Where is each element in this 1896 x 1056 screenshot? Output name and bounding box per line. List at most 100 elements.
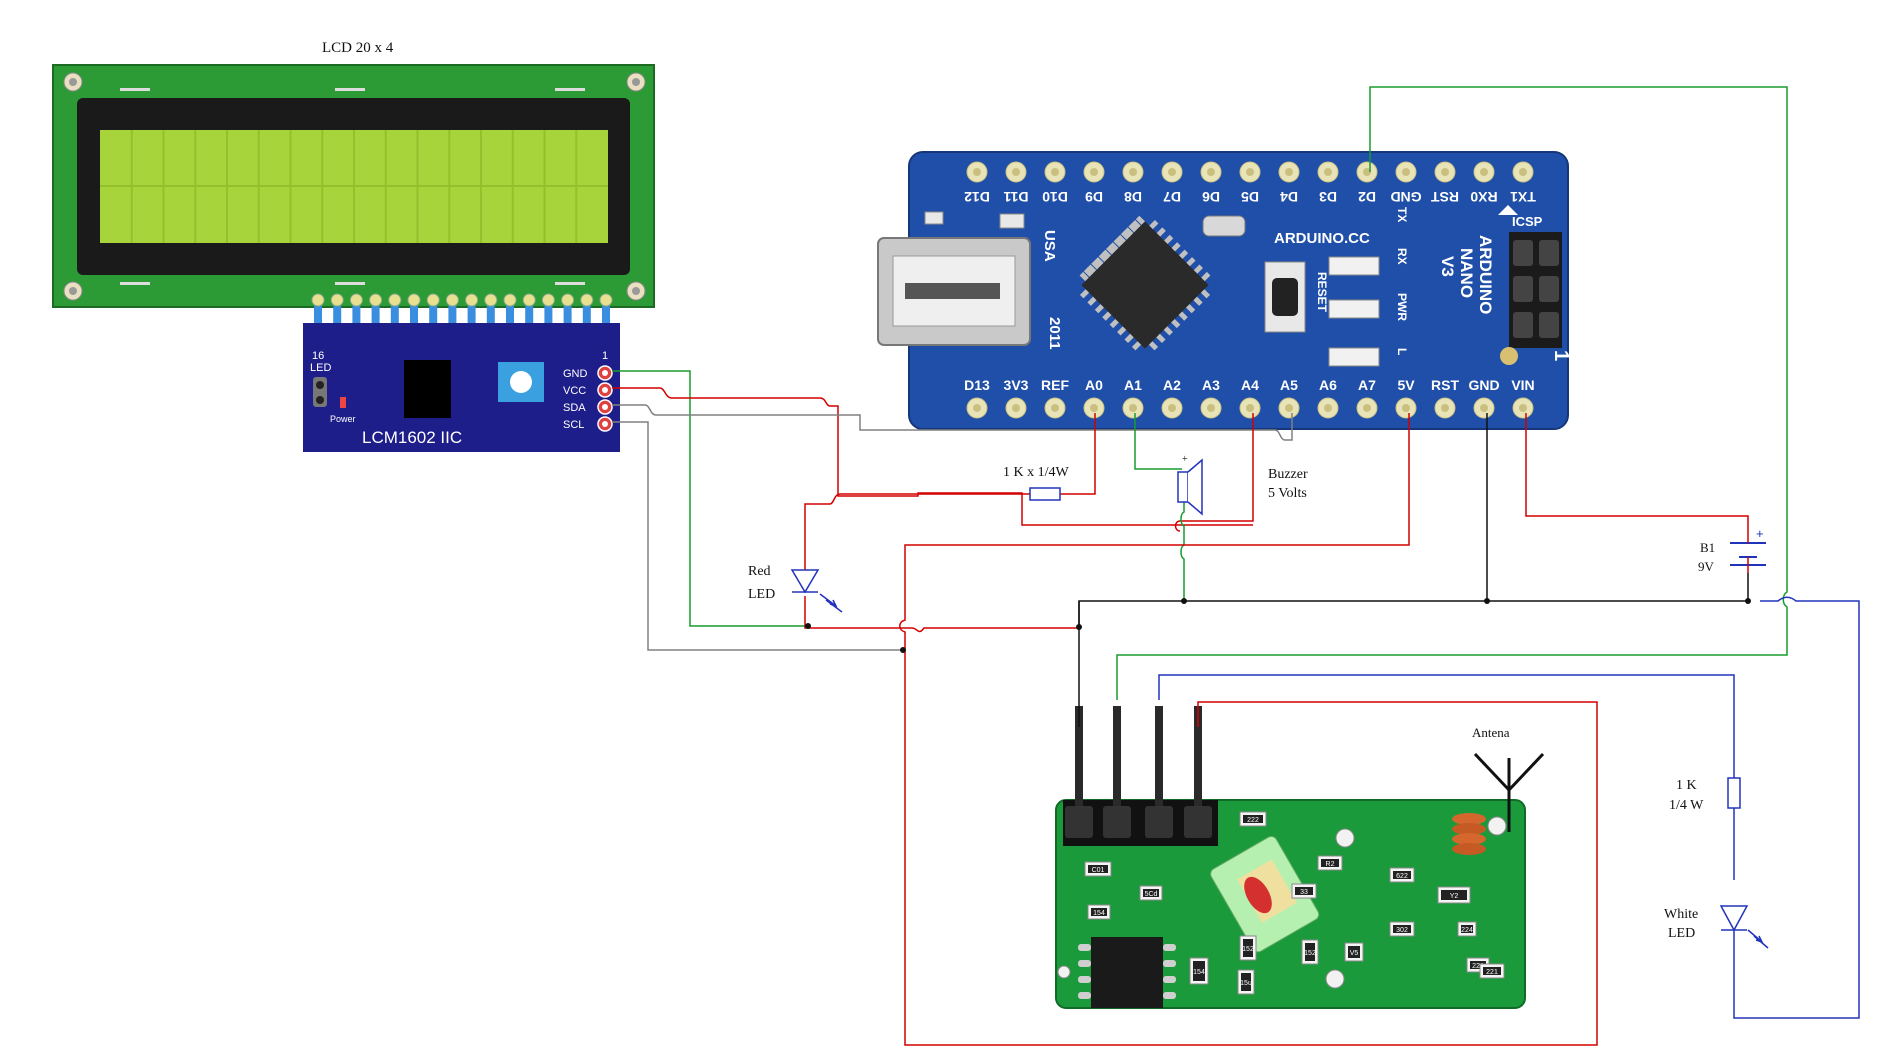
nano-bottom-pin-label: A6 xyxy=(1319,377,1337,393)
lcd-header-pin xyxy=(563,296,572,344)
rf-pin-housing xyxy=(1184,806,1212,838)
i2c-pcb xyxy=(303,323,620,452)
lcd-header-pin xyxy=(582,296,591,344)
nano-top-pin-label: D7 xyxy=(1163,189,1181,205)
nano-bottom-pin-label: A4 xyxy=(1241,377,1259,393)
nano-bottom-pin-label: A7 xyxy=(1358,377,1376,393)
lcd-header-pin xyxy=(448,296,457,344)
smd-label: 622 xyxy=(1396,873,1408,880)
smd-label: 224 xyxy=(1461,927,1473,934)
red-led-label-2: LED xyxy=(748,587,775,602)
antenna-coil xyxy=(1452,813,1486,855)
smd-label: C01 xyxy=(1092,867,1105,874)
rf-pin-housing xyxy=(1065,806,1093,838)
wire-white-led-gnd xyxy=(1733,596,1860,1019)
i2c-pin-label: SCL xyxy=(563,419,584,431)
white-led xyxy=(1719,905,1769,949)
i2c-pin1: 1 xyxy=(602,350,608,362)
i2c-power-label: Power xyxy=(330,414,356,424)
pwr-led xyxy=(1328,299,1380,319)
antenna xyxy=(1473,752,1545,832)
smd-label: 152 xyxy=(1304,950,1316,957)
smd-label: R2 xyxy=(1326,861,1335,868)
mount-hole xyxy=(1500,347,1518,365)
rf-hole xyxy=(1487,816,1507,836)
smd-label: 221 xyxy=(1472,963,1484,970)
nano-bottom-pin-label: A0 xyxy=(1085,377,1103,393)
wire-rf-data-led xyxy=(1158,674,1735,778)
smd-label: 154 xyxy=(1093,910,1105,917)
smd-label: 5Cd xyxy=(1145,891,1158,898)
arduino-nano: ARDUINO.CC ARDUINO NANO V3 USA 2011 RESE… xyxy=(877,151,1572,430)
rf-pin-housing xyxy=(1103,806,1131,838)
lcd-header-pin xyxy=(506,296,514,344)
wire-scl xyxy=(612,421,903,651)
wire-lcd-vcc xyxy=(612,387,1253,526)
wire-gnd-bus xyxy=(1078,600,1748,727)
lcd-header-pin xyxy=(410,296,418,344)
resistor2-label-1: 1 K xyxy=(1676,778,1697,793)
wire-d2-rf xyxy=(1116,86,1788,700)
rf-pin-housing xyxy=(1145,806,1173,838)
nano-bottom-pin-label: RST xyxy=(1431,377,1459,393)
antenna-label: Antena xyxy=(1472,725,1510,740)
nano-top-pin-label: D3 xyxy=(1319,189,1337,205)
mcu-chip xyxy=(1079,215,1211,351)
i2c-pin-label: VCC xyxy=(563,385,586,397)
rf-hole xyxy=(1335,828,1355,848)
crystal xyxy=(1202,215,1246,237)
nano-arduino: ARDUINO xyxy=(1476,235,1495,314)
svg-text:+: + xyxy=(1182,454,1188,465)
icsp-pin xyxy=(1539,312,1559,338)
nano-bottom-pin-label: REF xyxy=(1041,377,1069,393)
nano-bottom-pin-label: A3 xyxy=(1202,377,1220,393)
nano-top-pin-label: D6 xyxy=(1202,189,1220,205)
nano-l-label: L xyxy=(1395,348,1409,355)
nano-v3: V3 xyxy=(1438,256,1457,277)
wiring xyxy=(612,86,1860,1046)
resistor-1k xyxy=(1029,487,1061,501)
lcd-title: LCD 20 x 4 xyxy=(322,40,394,56)
battery-9v xyxy=(1730,528,1766,573)
nano-bottom-pin-label: A2 xyxy=(1163,377,1181,393)
battery-label-2: 9V xyxy=(1698,559,1715,574)
nano-top-pin-label: D12 xyxy=(964,189,990,205)
lcd-header-pin xyxy=(352,296,361,344)
rf-hole xyxy=(1325,969,1345,989)
smd-label: Y2 xyxy=(1450,893,1459,900)
white-led-label-2: LED xyxy=(1668,926,1695,941)
i2c-pin16: 16 xyxy=(312,350,324,362)
smd-label: 302 xyxy=(1396,927,1408,934)
i2c-chip xyxy=(404,360,451,418)
icsp-pin xyxy=(1539,276,1559,302)
red-led-label-1: Red xyxy=(748,564,771,579)
smd-label: 222 xyxy=(1247,817,1259,824)
icsp-pin xyxy=(1539,240,1559,266)
nano-top-pin-label: TX1 xyxy=(1510,189,1536,205)
nano-top-pin-label: D5 xyxy=(1241,189,1259,205)
rf-hole xyxy=(1057,965,1071,979)
nano-top-pin-label: GND xyxy=(1390,189,1421,205)
svg-text:+: + xyxy=(1756,526,1764,541)
rf-pin-lead xyxy=(1075,706,1083,806)
lcd-header-pin xyxy=(429,296,438,344)
lcd-module: LCD 20 x 4 xyxy=(52,40,655,348)
nano-nano: NANO xyxy=(1457,248,1476,298)
wire-led-gnd xyxy=(804,596,1079,633)
buzzer-label-2: 5 Volts xyxy=(1268,486,1307,501)
nano-year: 2011 xyxy=(1046,317,1063,350)
i2c-pin-label: GND xyxy=(563,368,588,380)
lcd-header-pin xyxy=(314,296,322,344)
wire-a0 xyxy=(1060,413,1096,495)
nano-rx-label: RX xyxy=(1395,248,1409,265)
smd-label: 33 xyxy=(1300,889,1308,896)
nano-bottom-pin-label: GND xyxy=(1468,377,1499,393)
nano-icsp-label: ICSP xyxy=(1512,214,1543,229)
lcd-header-pin xyxy=(390,296,399,344)
nano-bottom-pin-label: D13 xyxy=(964,377,990,393)
nano-arduino-cc: ARDUINO.CC xyxy=(1274,230,1370,247)
wire-buzzer-gnd xyxy=(1180,502,1185,601)
rf-ic xyxy=(1091,937,1163,1008)
